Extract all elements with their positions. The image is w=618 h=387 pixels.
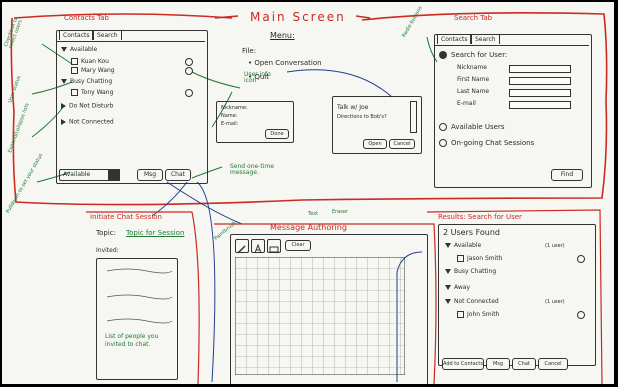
tab-search[interactable]: Search [93, 30, 122, 40]
annotation-user-status: User status [7, 75, 23, 104]
open-button[interactable]: Open [363, 139, 387, 149]
contact-kuan-kou[interactable]: Kuan Kou [71, 58, 109, 65]
authoring-panel: Clear [230, 234, 428, 384]
message-authoring-heading: Message Authoring [270, 223, 347, 232]
group-busy-chatting[interactable]: Busy Chatting [61, 79, 112, 85]
annotation-expand-collapse: Expand/collapse lists [7, 102, 31, 154]
status-select[interactable]: Available [59, 169, 120, 181]
user-info-icon[interactable] [577, 311, 585, 319]
first-name-label: First Name [457, 76, 490, 83]
contacts-panel: Contacts Search Available Kuan Kou Mary … [56, 30, 208, 184]
msg-button[interactable]: Msg [137, 169, 163, 181]
chat-button[interactable]: Chat [165, 169, 191, 181]
results-panel: 2 Users Found Available (1 user) Jason S… [438, 224, 596, 366]
menu-file[interactable]: File: [242, 47, 257, 55]
text-icon [254, 243, 262, 254]
contact-mary-wang[interactable]: Mary Wang [71, 67, 115, 74]
find-button[interactable]: Find [551, 169, 583, 181]
scrollbar[interactable] [410, 101, 417, 133]
contacts-tab-heading: Contacts Tab [64, 14, 109, 22]
talk-line-1: Talk w/ Joe [337, 104, 369, 111]
radio-available-users[interactable]: Available Users [439, 123, 505, 131]
cancel-button[interactable]: Cancel [389, 139, 415, 149]
menu-open-conversation[interactable]: • Open Conversation [248, 59, 322, 67]
paintbrush-tool[interactable] [235, 239, 249, 254]
talk-popup: Talk w/ Joe Directions to Bob's? Open Ca… [332, 96, 422, 154]
tab-search[interactable]: Search [471, 34, 500, 44]
name-label: Name: [221, 113, 238, 119]
eraser-tool[interactable] [267, 239, 281, 253]
result-john-smith[interactable]: John Smith [457, 311, 499, 318]
annotation-pulldown-status: Pulldown to set your status [5, 152, 45, 215]
annotation-checkbox-select: Checkbox to select users [3, 16, 24, 50]
sketch-sheet: Main Screen Contacts Tab Contacts Search… [2, 2, 614, 384]
user-info-icon[interactable] [185, 67, 193, 75]
nickname-label: Nickname [457, 64, 487, 71]
group-not-connected[interactable]: Not Connected [61, 119, 114, 126]
email-label: E-mail [457, 100, 476, 107]
invited-note: List of people you invited to chat. [105, 333, 159, 348]
result-jason-smith[interactable]: Jason Smith [457, 255, 502, 262]
radio-search-for-user[interactable]: Search for User: [439, 51, 507, 59]
last-name-label: Last Name [457, 88, 490, 95]
add-to-contacts-button[interactable]: Add to Contacts [442, 358, 484, 370]
user-info-icon[interactable] [577, 255, 585, 263]
radio-ongoing-chat-sessions[interactable]: On-going Chat Sessions [439, 139, 534, 147]
results-heading: Results: Search for User [438, 213, 522, 221]
result-group-busy-chatting[interactable]: Busy Chatting [445, 269, 496, 275]
result-group-not-connected-note: (1 user) [545, 299, 565, 305]
topic-label: Topic: [96, 229, 116, 237]
first-name-field[interactable] [509, 77, 571, 85]
result-chat-button[interactable]: Chat [512, 358, 536, 370]
clear-button[interactable]: Clear [285, 240, 311, 251]
initiate-chat-heading: Initiate Chat Session [90, 213, 162, 221]
annotation-radio-buttons: Radio buttons [401, 5, 424, 39]
invited-list[interactable]: List of people you invited to chat. [96, 258, 178, 380]
chevron-down-icon [108, 169, 120, 181]
user-info-icon[interactable] [185, 58, 193, 66]
group-available[interactable]: Available [61, 47, 97, 53]
search-panel: Contacts Search Search for User: Nicknam… [434, 34, 592, 188]
annotation-text: Text [308, 211, 319, 217]
annotation-send-onetime: Send one-time message. [230, 163, 274, 176]
invited-label: Invited: [96, 247, 119, 254]
annotation-user-info-icon: User info icon [244, 71, 271, 84]
drawing-canvas[interactable] [235, 257, 405, 375]
nickname-label: Nickname: [221, 105, 248, 111]
done-button[interactable]: Done [265, 129, 289, 139]
menu-heading: Menu: [270, 31, 295, 40]
tab-contacts[interactable]: Contacts [437, 34, 472, 44]
last-name-field[interactable] [509, 89, 571, 97]
talk-line-2: Directions to Bob's? [337, 114, 387, 120]
result-msg-button[interactable]: Msg [486, 358, 510, 370]
paintbrush-icon [237, 245, 246, 254]
results-count: 2 Users Found [443, 228, 501, 237]
search-tab-heading: Search Tab [454, 14, 493, 22]
menu-quit[interactable]: • Quit [248, 73, 269, 81]
text-tool[interactable] [251, 239, 265, 254]
email-field[interactable] [509, 101, 571, 109]
tab-contacts[interactable]: Contacts [59, 30, 94, 40]
topic-value[interactable]: Topic for Session [126, 229, 185, 237]
result-group-available[interactable]: Available [445, 243, 481, 249]
result-group-available-note: (1 user) [545, 243, 565, 249]
group-do-not-disturb[interactable]: Do Not Disturb [61, 103, 113, 110]
main-screen-title: Main Screen [250, 10, 346, 24]
result-group-not-connected[interactable]: Not Connected [445, 299, 499, 305]
user-info-popup: Nickname: Name: E-mail: Done [216, 101, 294, 143]
nickname-field[interactable] [509, 65, 571, 73]
user-info-icon[interactable] [185, 89, 193, 97]
result-group-away[interactable]: Away [445, 285, 470, 291]
invited-scribbles [106, 268, 173, 324]
contact-tony-wang[interactable]: Tony Wang [71, 89, 113, 96]
eraser-icon [269, 246, 279, 253]
result-cancel-button[interactable]: Cancel [538, 358, 568, 370]
annotation-eraser: Eraser [332, 209, 349, 215]
email-label: E-mail: [221, 121, 239, 127]
